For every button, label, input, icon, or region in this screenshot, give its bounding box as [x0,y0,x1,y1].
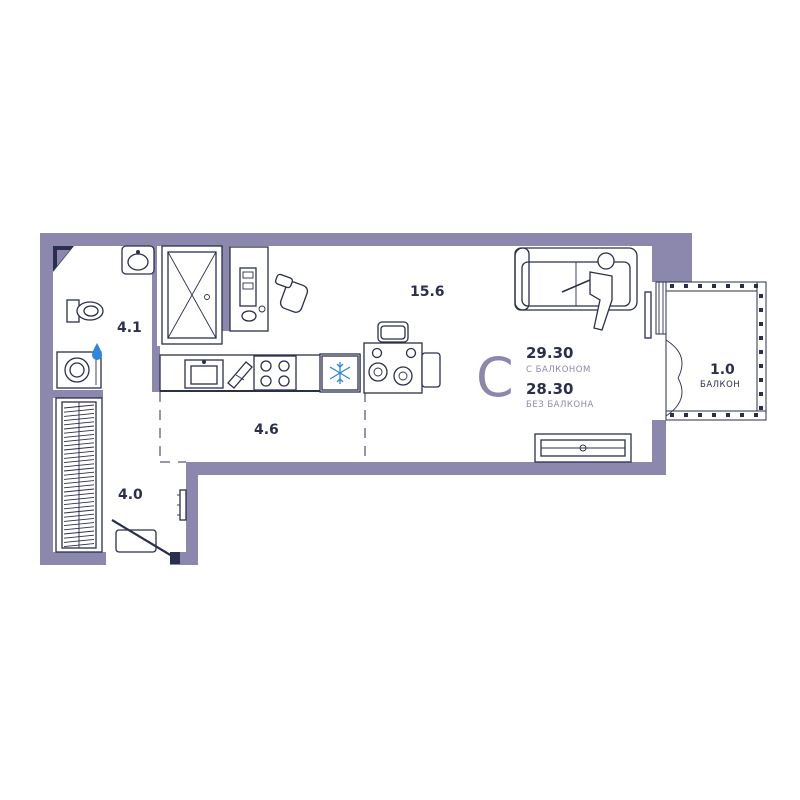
hanger-line [63,450,95,455]
railing-post [726,284,730,288]
toilet [66,299,104,323]
apartment-type-letter: С [476,346,514,409]
railing-post [698,413,702,417]
room-area-balcony: 1.0 [710,362,735,378]
kitchen-sink [184,359,224,389]
room-area-kitchen: 4.6 [254,422,279,438]
balcony-railing-marks [670,284,763,417]
railing-post [726,413,730,417]
cooktop [253,355,297,391]
balcony-door [665,339,683,417]
wardrobe-hangers [63,404,95,548]
bathroom-sink [121,245,155,275]
hanger-line [63,433,95,438]
hanger-line [63,471,95,476]
hanger-line [63,526,95,531]
hanger-line [63,417,95,422]
tv-stand [534,433,632,463]
shower [161,245,223,345]
cutting-board [227,361,253,389]
area-with-balcony: 29.30 [526,344,573,362]
railing-post [712,284,716,288]
hanger-line [63,530,95,535]
railing-post [759,336,763,340]
railing-post [759,294,763,298]
railing-post [684,284,688,288]
office-chair [274,273,309,313]
hanger-line [63,442,95,447]
dining-chair [377,321,409,343]
hanger-line [63,501,95,506]
desk [229,246,269,332]
hanger-line [63,534,95,539]
hanger-line [63,412,95,417]
railing-post [759,308,763,312]
hanger-line [63,425,95,430]
railing-post [740,284,744,288]
hanger-line [63,438,95,443]
room-area-hallway: 4.0 [118,487,143,503]
hanger-line [63,429,95,434]
railing-post [759,406,763,410]
water-drop-icon [92,343,102,360]
railing-post [754,284,758,288]
snowflake-icon [329,362,351,384]
area-with-balcony-caption: С БАЛКОНОМ [526,365,591,375]
railing-post [759,378,763,382]
shoe-bench [115,529,157,553]
hanger-line [63,509,95,514]
hanger-line [63,538,95,543]
railing-post [684,413,688,417]
hanger-line [63,459,95,464]
hanger-line [63,475,95,480]
hanger-line [63,484,95,489]
hanger-line [63,488,95,493]
railing-post [740,413,744,417]
person-on-sofa [561,252,615,331]
radiator [177,489,187,521]
railing-post [670,284,674,288]
railing-post [670,413,674,417]
railing-post [698,284,702,288]
hanger-line [63,467,95,472]
railing-post [759,322,763,326]
hanger-line [63,446,95,451]
duct-corner [53,246,74,272]
hanger-line [63,522,95,527]
hanger-line [63,408,95,413]
area-without-balcony: 28.30 [526,380,573,398]
hanger-line [63,492,95,497]
hanger-line [63,463,95,468]
room-area-living: 15.6 [410,284,445,300]
railing-post [712,413,716,417]
hanger-line [63,480,95,485]
hanger-line [63,421,95,426]
area-without-balcony-caption: БЕЗ БАЛКОНА [526,400,594,410]
hanger-line [63,505,95,510]
kitchen-zone-boundary [159,392,366,463]
balcony-caption: БАЛКОН [700,380,740,390]
hanger-line [63,454,95,459]
hanger-line [63,404,95,409]
hanger-line [63,543,95,548]
railing-post [759,392,763,396]
wardrobe [53,397,103,553]
railing-post [759,350,763,354]
walls [40,233,692,565]
railing-post [759,364,763,368]
hanger-line [63,517,95,522]
window [644,281,667,339]
room-area-bathroom: 4.1 [117,320,142,336]
railing-post [754,413,758,417]
dining-table [363,342,441,394]
hanger-line [63,513,95,518]
hanger-line [63,496,95,501]
entrance-door [111,519,180,564]
sofa [514,247,638,311]
